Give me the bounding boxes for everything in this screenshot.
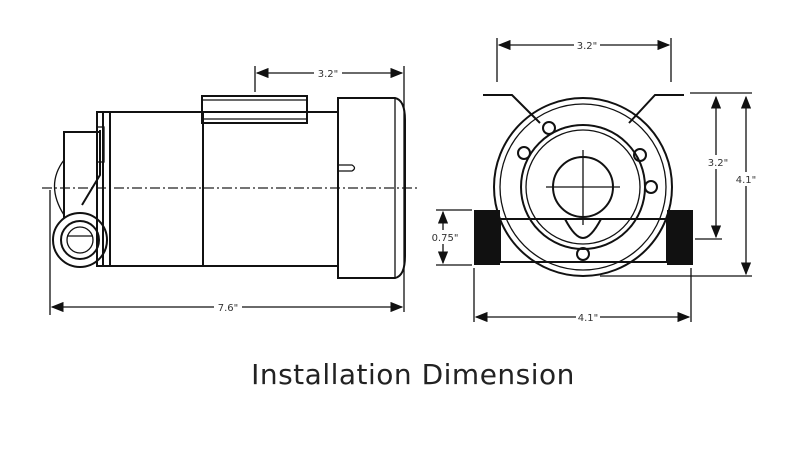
- mount-height-label: 3.2": [708, 158, 729, 169]
- side-view-pump: [42, 95, 420, 279]
- port-diameter-label: 0.75": [432, 233, 459, 244]
- total-width-label: 4.1": [578, 313, 599, 324]
- motor-length-label: 3.2": [318, 69, 339, 80]
- total-length-label: 7.6": [218, 303, 239, 314]
- bracket-width-label: 3.2": [577, 41, 598, 52]
- caption: Installation Dimension: [251, 358, 575, 391]
- front-view-pump: [474, 94, 693, 277]
- front-view-dimensions: 3.2" 3.2" 4.1" 0.75" 4.1": [430, 38, 758, 324]
- side-view-dimensions: 3.2" 7.6": [49, 66, 405, 315]
- total-height-label: 4.1": [736, 175, 757, 186]
